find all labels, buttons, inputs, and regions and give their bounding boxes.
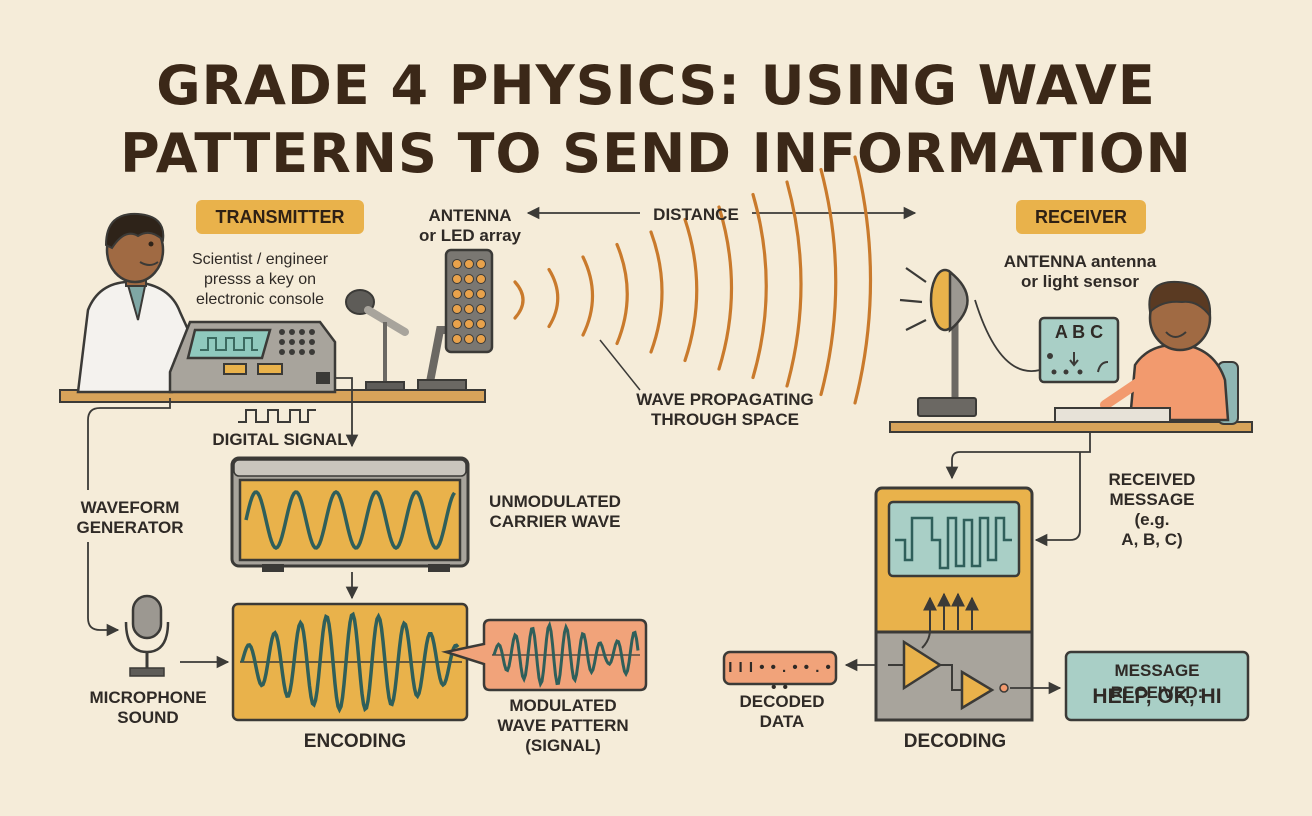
microphone-sound-label: MICROPHONE SOUND: [89, 688, 207, 727]
title-line-2: PATTERNS TO SEND INFORMATION: [120, 122, 1192, 185]
console-icon: [168, 320, 337, 394]
wave-arc: [615, 242, 629, 346]
led-dot: [464, 334, 474, 344]
wave-arc: [513, 280, 525, 320]
wave-arc: [717, 205, 734, 371]
encoding-label: ENCODING: [303, 731, 407, 752]
led-dot: [476, 334, 486, 344]
message-received-box: [1064, 650, 1250, 722]
message-received-title: MESSAGE RECEIVED:: [1110, 661, 1204, 702]
led-antenna-icon: [417, 248, 494, 391]
wave-arc: [751, 192, 768, 380]
desk-microphone-icon: [345, 289, 409, 391]
led-dot: [476, 259, 486, 269]
antenna-tx-label: ANTENNA or LED array: [418, 206, 522, 245]
wave-arc: [819, 167, 838, 397]
received-message-arrow: [1034, 452, 1081, 547]
led-dot: [464, 274, 474, 284]
message-received-text: HELP, OK, HI: [1092, 685, 1222, 708]
encoding-wave: [240, 611, 460, 714]
scientist-note: Scientist / engineer presss a key on ele…: [191, 251, 329, 308]
led-dot: [476, 274, 486, 284]
wave-arc: [853, 155, 873, 405]
wave-arc: [785, 180, 803, 388]
led-dot: [452, 334, 462, 344]
transmitter-label: TRANSMITTER: [196, 200, 364, 234]
propagating-wave: [513, 155, 873, 405]
led-dot: [464, 259, 474, 269]
decoded-bits: I I I • • . • • . • • •: [728, 659, 832, 696]
waveform-generator-label: WAVEFORM GENERATOR: [76, 498, 184, 537]
wave-arc: [547, 267, 560, 329]
wave-arc: [581, 255, 595, 337]
title-line-1: GRADE 4 PHYSICS: USING WAVE: [156, 54, 1156, 117]
led-dot: [452, 304, 462, 314]
led-dot: [476, 319, 486, 329]
led-dot: [452, 274, 462, 284]
decoder-screen: [1038, 316, 1120, 384]
digital-signal-label: DIGITAL SIGNAL: [212, 430, 348, 449]
wave-propagating-label: WAVE PROPAGATING THROUGH SPACE: [636, 390, 814, 429]
console-to-carrier-arrow: [336, 377, 359, 448]
digital-signal-pulses: [238, 409, 316, 423]
led-dot: [464, 304, 474, 314]
receiver-keyboard: [1054, 407, 1171, 423]
dish-antenna-icon: [899, 267, 1041, 417]
generator-to-mic-arrow: [87, 398, 171, 490]
distance-label: DISTANCE: [653, 205, 739, 224]
led-dot: [464, 289, 474, 299]
scientist-figure: [76, 212, 237, 394]
led-dot: [476, 304, 486, 314]
unmodulated-carrier-label: UNMODULATED CARRIER WAVE: [489, 492, 621, 531]
led-dot: [452, 289, 462, 299]
amplifier-icon: [888, 639, 1009, 711]
antenna-rx-label: ANTENNA antenna or light sensor: [1003, 252, 1157, 291]
decoder-unit: [874, 486, 1034, 722]
receiver-label: RECEIVER: [1016, 200, 1146, 234]
led-dot: [452, 319, 462, 329]
generator-down-arrow: [87, 542, 120, 637]
led-dot: [476, 289, 486, 299]
microphone-icon: [124, 594, 170, 677]
decoded-data-label: DECODED DATA: [739, 692, 825, 731]
received-message-label: RECEIVED MESSAGE (e.g. A, B, C): [1108, 470, 1196, 549]
decoder-screen-glyphs: [1047, 352, 1109, 375]
carrier-wave-box: [230, 456, 470, 572]
modulated-wave: [492, 620, 640, 689]
decoder-letters: A B C: [1054, 322, 1104, 342]
wave-arc: [649, 230, 664, 354]
led-dot: [452, 259, 462, 269]
child-figure: [1100, 280, 1239, 425]
receiver-desk: [889, 421, 1253, 433]
led-dot: [464, 319, 474, 329]
wave-pointer-line: [599, 339, 641, 391]
decoded-data-box: [722, 650, 838, 686]
modulated-wave-label: MODULATED WAVE PATTERN (SIGNAL): [497, 696, 629, 755]
decoder-screen-signal: [895, 516, 1012, 570]
wave-arc: [683, 217, 699, 363]
receiver-to-decoder-arrow: [945, 432, 1091, 480]
page-title: GRADE 4 PHYSICS: USING WAVE PATTERNS TO …: [0, 52, 1312, 188]
decoding-label: DECODING: [903, 731, 1007, 752]
